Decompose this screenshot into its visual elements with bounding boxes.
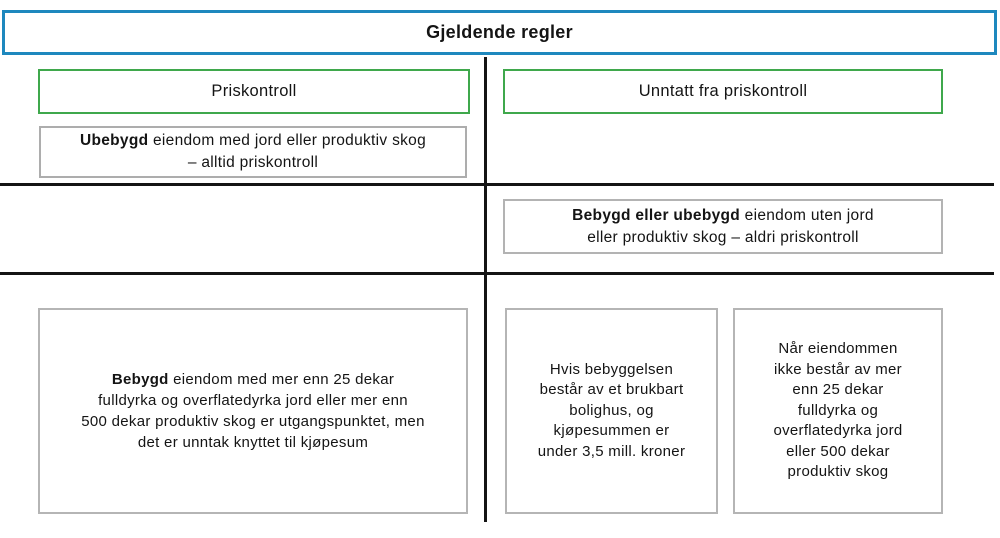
header-priskontroll-label: Priskontroll	[211, 82, 297, 100]
page-title: Gjeldende regler	[426, 22, 573, 42]
box-bebygd-hovedregel: Bebygd eiendom med mer enn 25 dekar full…	[38, 308, 468, 514]
box-bebygd-hovedregel-text: Bebygd eiendom med mer enn 25 dekar full…	[81, 369, 424, 453]
row-divider-line-bottom	[0, 272, 994, 275]
box-bebygd-ubebygd-rest: eiendom uten jord eller produktiv skog –…	[587, 206, 874, 246]
header-unntatt-fra-priskontroll: Unntatt fra priskontroll	[503, 69, 943, 114]
box-bebygd-eller-ubebygd: Bebygd eller ubebygd eiendom uten jord e…	[503, 199, 943, 254]
box-ubebygd-bold: Ubebygd	[79, 132, 149, 149]
box-ubebygd-eiendom: Ubebygd eiendom med jord eller produktiv…	[39, 126, 467, 178]
box-ubebygd-text: Ubebygd eiendom med jord eller produktiv…	[80, 130, 426, 174]
header-priskontroll: Priskontroll	[38, 69, 470, 114]
box-bebygd-ubebygd-text: Bebygd eller ubebygd eiendom uten jord e…	[572, 205, 874, 249]
title-box: Gjeldende regler	[2, 10, 997, 55]
box-unntak-bolighus-text: Hvis bebyggelsen består av et brukbart b…	[537, 360, 686, 460]
box-unntak-areal: Når eiendommen ikke består av mer enn 25…	[733, 308, 943, 514]
box-ubebygd-rest: eiendom med jord eller produktiv skog – …	[152, 132, 427, 171]
box-unntak-bolighus: Hvis bebyggelsen består av et brukbart b…	[505, 308, 718, 514]
box-bebygd-hovedregel-bold: Bebygd	[111, 371, 169, 388]
box-unntak-areal-text: Når eiendommen ikke består av mer enn 25…	[773, 340, 903, 481]
row-divider-line-top	[0, 183, 994, 186]
box-bebygd-hovedregel-rest: eiendom med mer enn 25 dekar fulldyrka o…	[81, 371, 425, 451]
box-bebygd-ubebygd-bold: Bebygd eller ubebygd	[572, 206, 741, 224]
header-unntatt-label: Unntatt fra priskontroll	[638, 82, 808, 100]
column-divider-line	[484, 57, 487, 522]
